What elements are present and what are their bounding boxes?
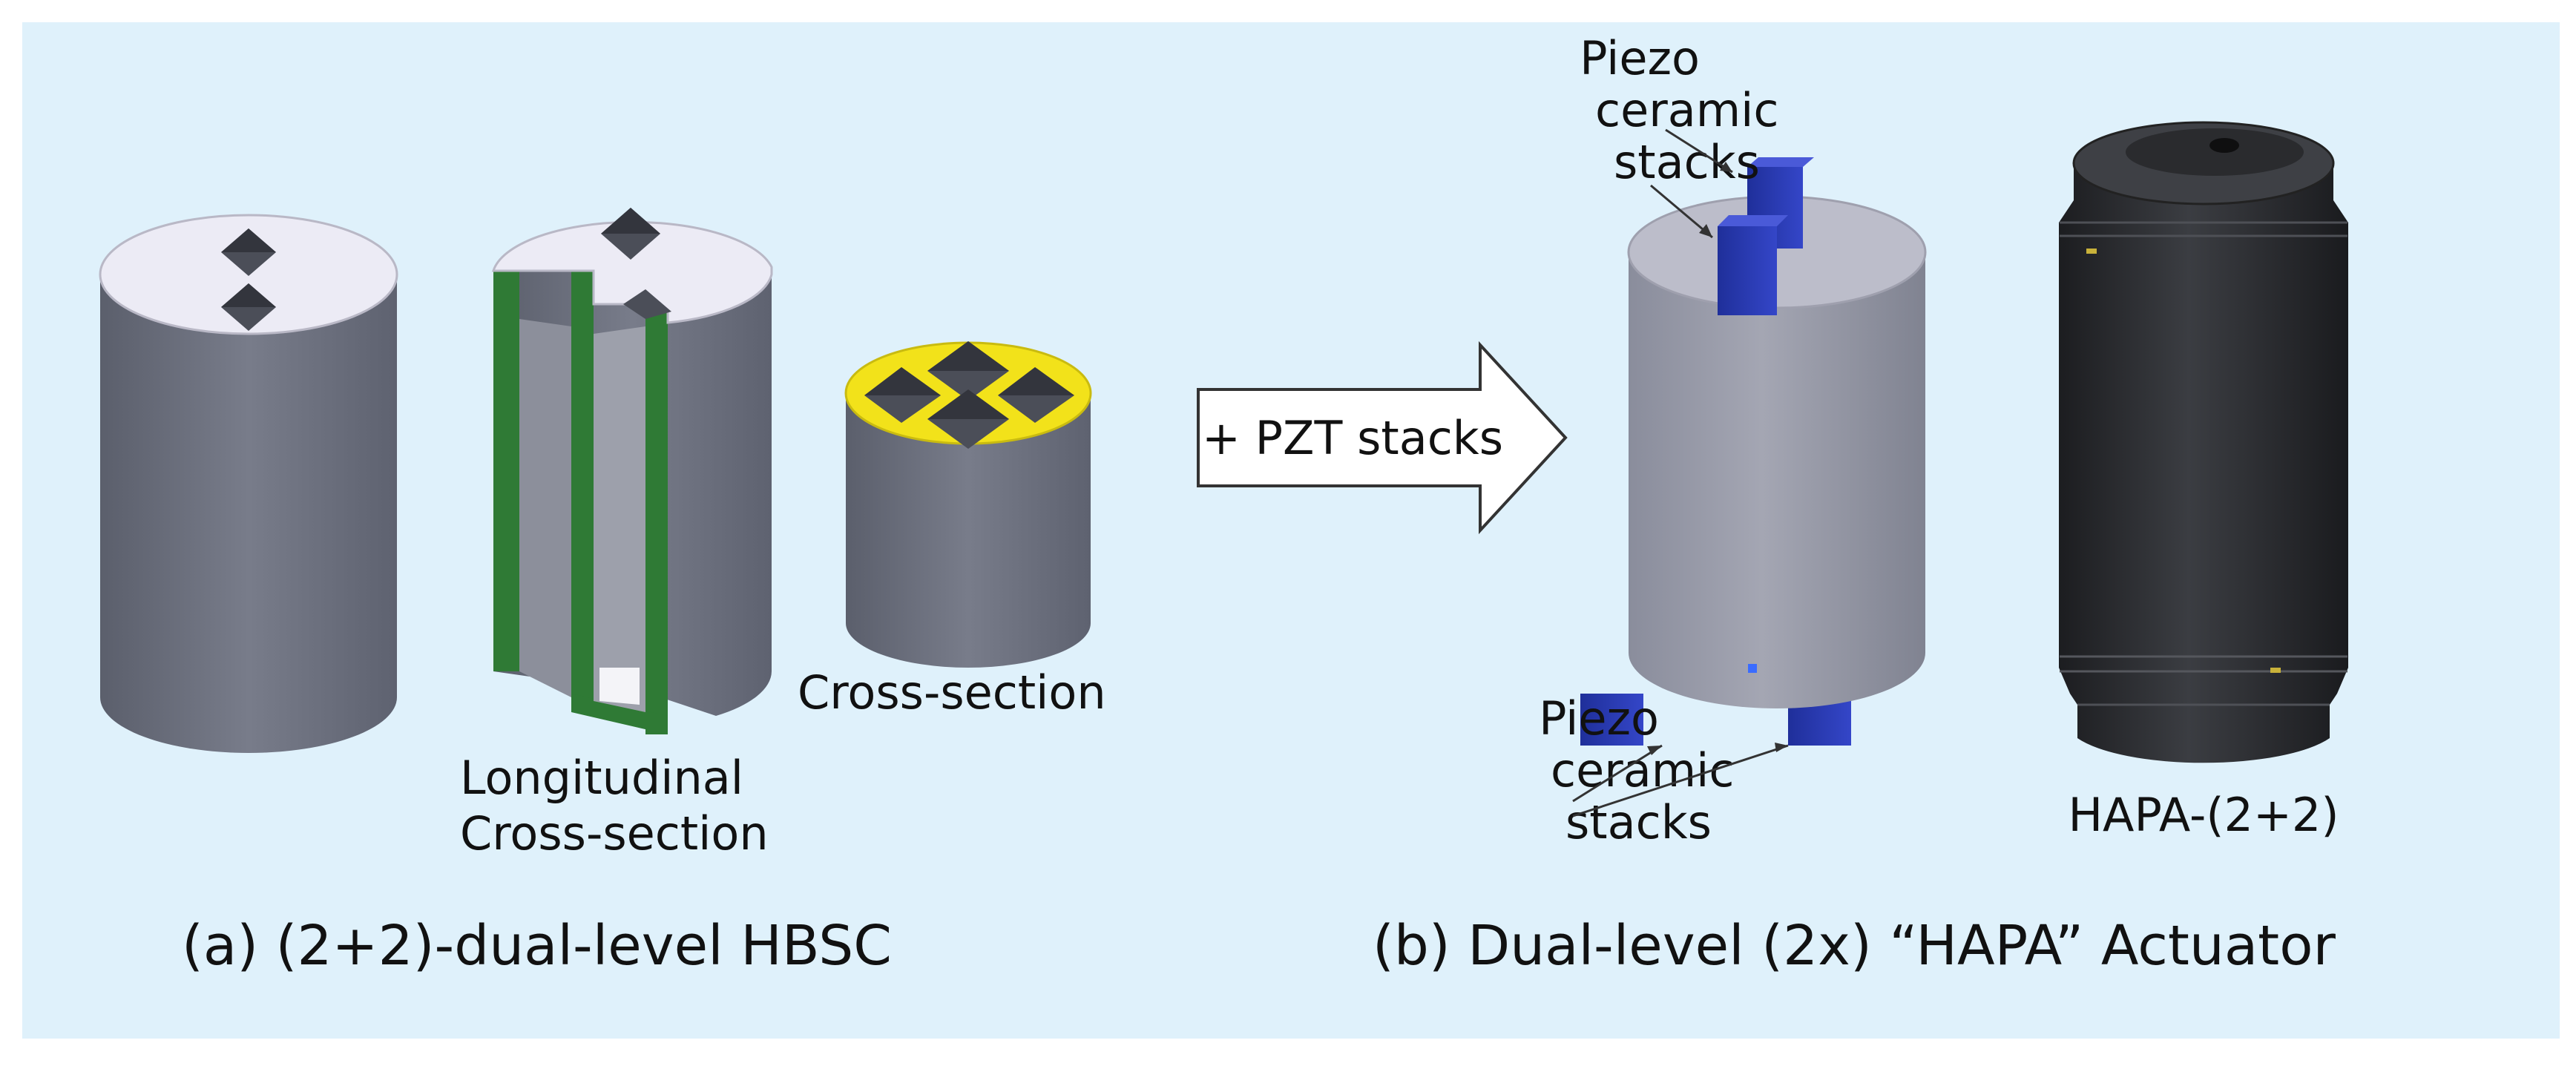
- piezo-bottom-line1: Piezo: [1539, 691, 1659, 746]
- longitudinal-label-line1: Longitudinal: [460, 751, 743, 805]
- leader-lines: [1572, 128, 1789, 817]
- arrow-icon: [1197, 340, 1568, 535]
- longitudinal-section-icon: [491, 208, 773, 734]
- longitudinal-label-line2: Cross-section: [460, 806, 769, 861]
- hapa-model-icon: [1580, 157, 1927, 746]
- caption-a: (a) (2+2)-dual-level HBSC: [182, 914, 892, 978]
- piezo-bottom-line3: stacks: [1565, 795, 1712, 849]
- arrow-label: + PZT stacks: [1202, 411, 1503, 465]
- piezo-top-line1: Piezo: [1580, 31, 1700, 85]
- actuator-icon: [2059, 121, 2348, 763]
- pzt-stack-icon: [1718, 157, 1814, 315]
- hapa-label: HAPA-(2+2): [2068, 788, 2339, 842]
- piezo-bottom-line2: ceramic: [1551, 743, 1734, 797]
- piezo-top-line2: ceramic: [1595, 83, 1778, 137]
- caption-b: (b) Dual-level (2x) “HAPA” Actuator: [1373, 914, 2336, 978]
- cylinder-icon: [99, 214, 398, 753]
- cross-section-label: Cross-section: [798, 665, 1106, 720]
- cross-section-icon: [844, 341, 1092, 668]
